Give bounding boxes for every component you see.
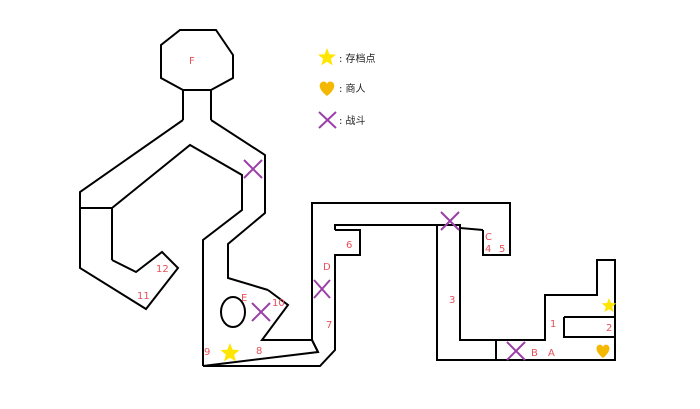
battle-markers (243, 159, 526, 361)
room-label: 5 (499, 244, 505, 255)
room-label: D (323, 262, 331, 273)
room-label: C (485, 232, 492, 243)
room-label: 12 (156, 264, 169, 275)
legend-star-icon (318, 48, 336, 66)
room-label: 10 (272, 298, 285, 309)
save-point-star-icon (220, 343, 240, 362)
battle-cross-icon (251, 302, 271, 322)
battle-cross-icon (506, 341, 526, 361)
legend-battle-label: : 战斗 (339, 115, 366, 127)
legend-save-label: : 存档点 (339, 52, 376, 65)
battle-cross-icon (243, 159, 263, 179)
room-label: 3 (449, 295, 455, 306)
room-f-outline (160, 29, 234, 91)
room-label: 4 (485, 244, 491, 255)
room-label: E (241, 293, 247, 304)
room-label: A (548, 348, 555, 359)
room-label: 2 (606, 323, 612, 334)
room-label: B (531, 348, 538, 359)
room-label: 9 (204, 347, 210, 358)
room-labels: F E D C B A 1 2 3 4 5 6 7 8 9 10 11 12 (137, 56, 612, 359)
room-label: 7 (326, 320, 332, 331)
legend: : 存档点 : 商人 : 战斗 (318, 48, 376, 129)
room-label: 8 (256, 346, 262, 357)
room-label: 11 (137, 291, 150, 302)
battle-cross-icon (313, 279, 331, 299)
map-walls (79, 29, 616, 367)
save-point-star-icon (601, 298, 617, 312)
room-label: 1 (550, 319, 556, 330)
legend-cross-icon (318, 111, 337, 129)
room-label: F (189, 56, 195, 67)
merchant-heart-icon (596, 344, 610, 358)
legend-heart-icon (319, 81, 335, 96)
room-e-pit (220, 296, 246, 328)
room-label: 6 (346, 240, 352, 251)
battle-cross-icon (440, 211, 460, 231)
legend-merchant-label: : 商人 (339, 82, 366, 95)
